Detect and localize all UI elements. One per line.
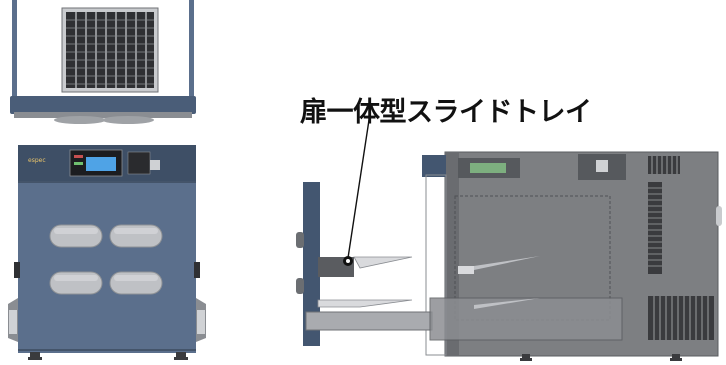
leveling-foot-icon	[28, 352, 188, 360]
grille-icon	[61, 7, 159, 93]
front-view: espec	[8, 145, 206, 360]
side-handle	[8, 298, 206, 342]
callout-label: 扉一体型スライドトレイ	[300, 97, 592, 128]
side-view	[296, 151, 722, 361]
brand-logo: espec	[28, 157, 46, 164]
callout-leader	[343, 119, 370, 266]
vent-grille-icon	[648, 156, 714, 340]
top-view	[10, 0, 196, 124]
display-panel-icon	[69, 149, 160, 177]
